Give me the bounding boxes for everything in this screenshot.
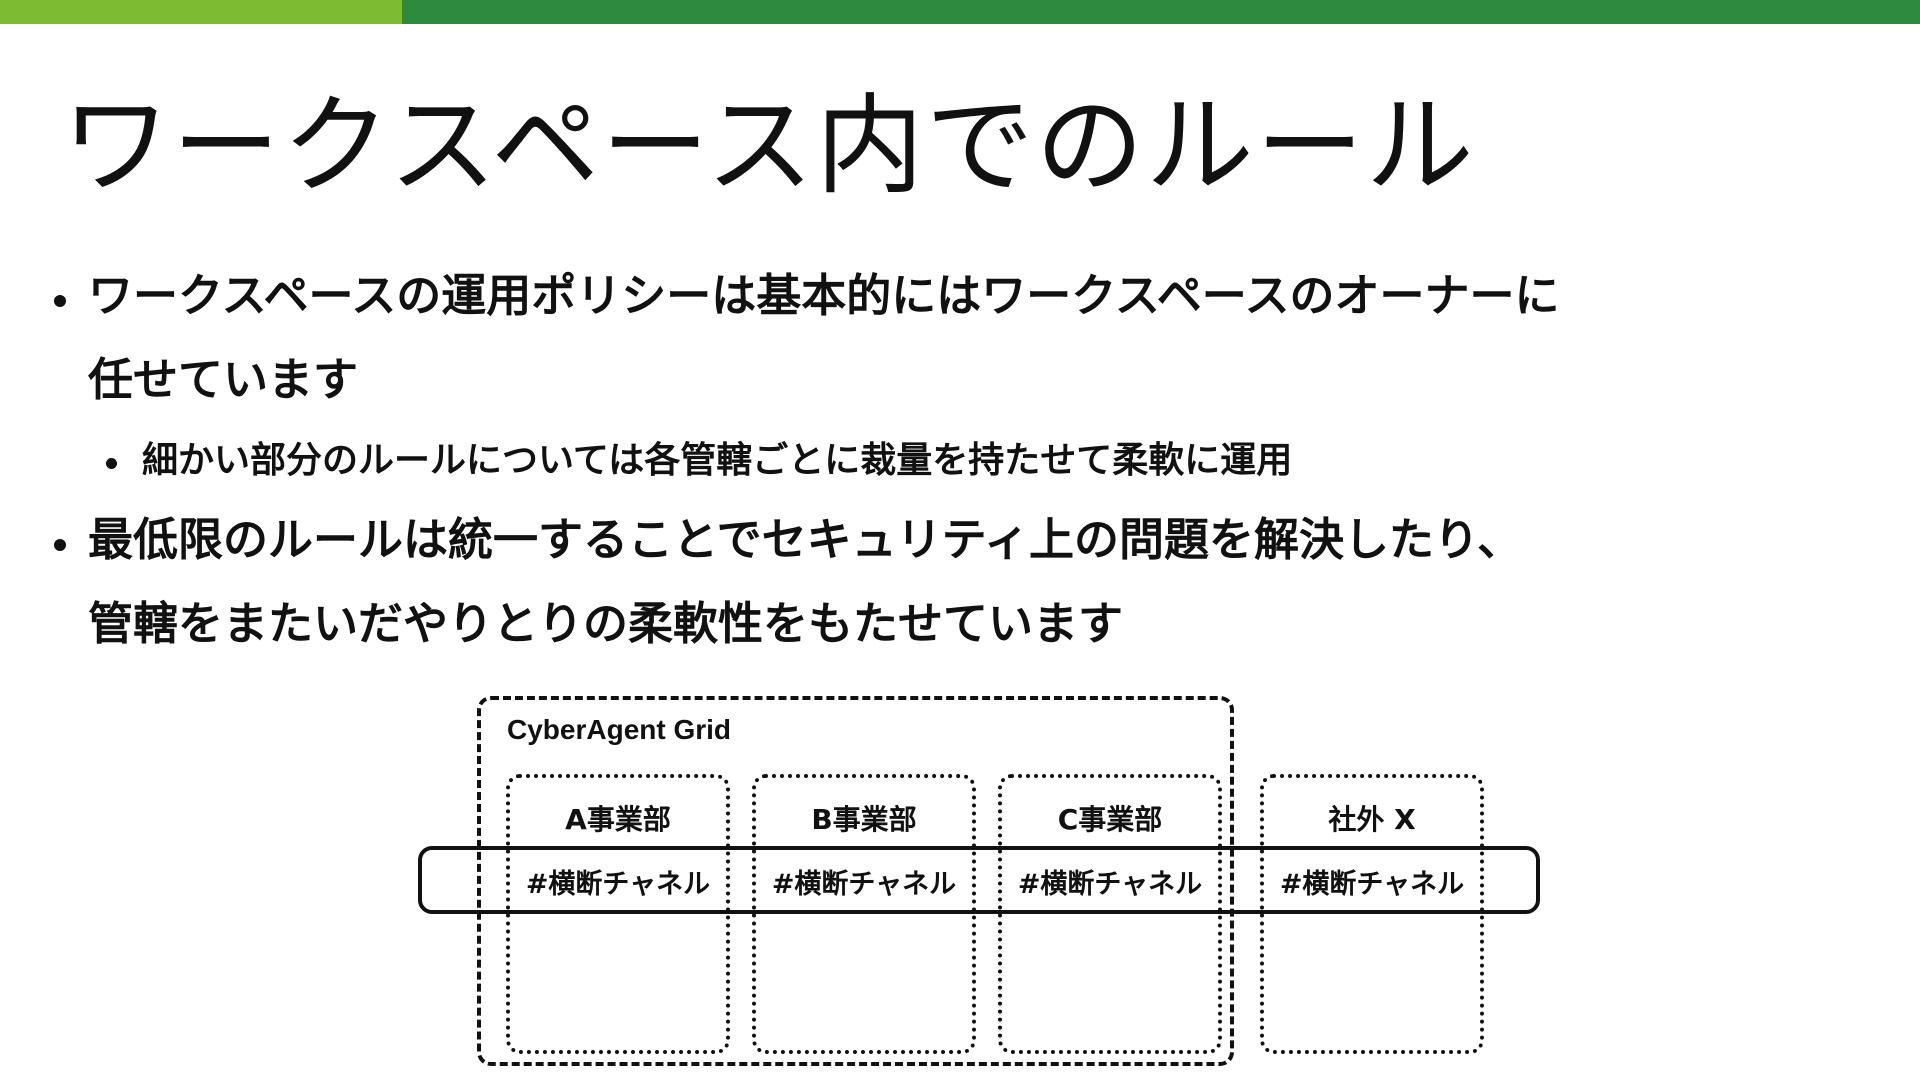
slide-title: ワークスペース内でのルール	[62, 84, 1476, 209]
top-bar-light-segment	[0, 0, 402, 24]
department-box-external	[1260, 774, 1484, 1054]
bullet-text-line: 管轄をまたいだやりとりの柔軟性をもたせています	[88, 597, 1124, 650]
top-accent-bar	[0, 0, 1920, 24]
bullet-text-line: 細かい部分のルールについては各管轄ごとに裁量を持たせて柔軟に運用	[142, 440, 1293, 481]
sub-bullet-flexible-rules: 細かい部分のルールについては各管轄ごとに裁量を持たせて柔軟に運用	[106, 439, 1293, 483]
bullet-dot	[54, 539, 66, 551]
bullet-text-line: ワークスペースの運用ポリシーは基本的にはワークスペースのオーナーに	[88, 269, 1560, 322]
department-box-c	[998, 774, 1222, 1054]
bullet-minimum-rules: 最低限のルールは統一することでセキュリティ上の問題を解決したり、 管轄をまたいだ…	[54, 498, 1523, 666]
sub-bullet-dot	[106, 458, 117, 469]
bullet-workspace-policy: ワークスペースの運用ポリシーは基本的にはワークスペースのオーナーに 任せています	[54, 254, 1560, 422]
shared-channel-band	[418, 846, 1540, 914]
bullet-dot	[54, 295, 66, 307]
workspace-boundary	[477, 696, 1234, 1066]
department-box-a	[506, 774, 730, 1054]
top-bar-dark-segment	[402, 0, 1920, 24]
department-box-b	[752, 774, 976, 1054]
bullet-text-line: 最低限のルールは統一することでセキュリティ上の問題を解決したり、	[88, 513, 1523, 566]
bullet-text-line: 任せています	[88, 353, 359, 406]
